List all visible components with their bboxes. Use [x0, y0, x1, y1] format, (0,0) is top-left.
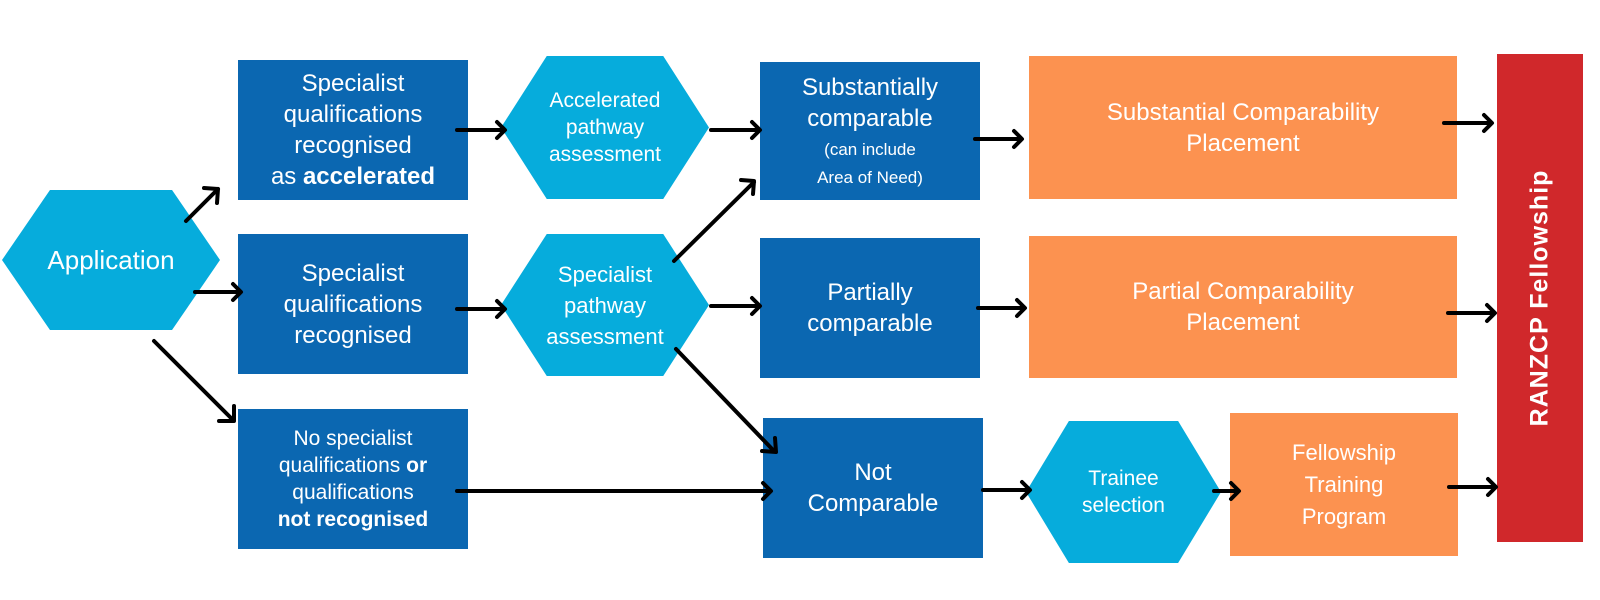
- node-recognised-accelerated: Specialist qualifications recognised as …: [238, 60, 468, 200]
- node-specialist-assessment: Specialist pathway assessment: [501, 234, 709, 376]
- node-text: selection: [1082, 494, 1165, 517]
- node-text: as: [270, 163, 303, 190]
- node-text: Accelerated: [549, 89, 661, 112]
- node-text: Substantial Comparability: [1106, 98, 1380, 126]
- node-text: Partial Comparability: [1132, 278, 1354, 305]
- node-text: pathway: [565, 116, 645, 139]
- node-text: qualifications: [283, 290, 423, 318]
- node-text: comparable: [807, 104, 933, 132]
- arrowhead: [1015, 298, 1027, 318]
- node-text: No specialist: [293, 427, 413, 450]
- arrowhead: [739, 178, 756, 196]
- node-text: assessment: [548, 143, 662, 166]
- node-text: recognised: [294, 132, 412, 159]
- node-not-comparable: Not Comparable: [763, 418, 983, 558]
- node-substantially-comparable: Substantially comparable (can include Ar…: [760, 62, 980, 200]
- node-text: Trainee: [1088, 467, 1159, 490]
- arrowhead: [1485, 303, 1497, 323]
- arrow-specialist-to-substantial: [672, 180, 756, 263]
- arrowhead: [202, 186, 220, 205]
- node-application-label: Application: [47, 245, 175, 275]
- node-text: Training: [1304, 471, 1384, 497]
- node-text: (can include: [824, 139, 916, 159]
- arrowhead: [217, 404, 236, 423]
- node-partial-placement: Partial Comparability Placement: [1029, 236, 1457, 378]
- arrowhead: [1482, 113, 1494, 133]
- node-text: recognised: [294, 321, 412, 349]
- node-text: Comparable: [807, 490, 939, 517]
- node-text: Specialist: [557, 261, 653, 287]
- node-text: Substantially: [801, 73, 939, 101]
- node-text: Not: [854, 459, 892, 486]
- arrowhead: [750, 296, 762, 316]
- node-text: pathway: [564, 292, 646, 318]
- node-text: Placement: [1186, 129, 1300, 157]
- node-text: Fellowship: [1292, 439, 1396, 465]
- node-text: Program: [1301, 503, 1387, 529]
- node-trainee-selection: Trainee selection: [1026, 421, 1221, 563]
- arrowhead: [1486, 477, 1498, 497]
- node-text: qualifications or: [279, 452, 427, 479]
- node-text: Specialist: [301, 70, 405, 97]
- node-recognised: Specialist qualifications recognised: [238, 234, 468, 374]
- emphasis-text: accelerated: [302, 163, 436, 190]
- node-text: assessment: [546, 323, 664, 349]
- node-text: qualifications: [292, 481, 414, 504]
- node-text: as accelerated: [271, 161, 435, 192]
- node-text: Placement: [1186, 309, 1300, 336]
- node-fellowship: RANZCP Fellowship: [1497, 54, 1583, 542]
- node-text: not recognised: [278, 506, 429, 533]
- node-text: Area of Need): [817, 167, 923, 187]
- arrowhead: [1012, 129, 1024, 149]
- node-training-program: Fellowship Training Program: [1230, 413, 1458, 556]
- node-text: qualifications: [283, 101, 423, 128]
- fellowship-label: RANZCP Fellowship: [1525, 169, 1554, 427]
- emphasis-text: not recognised: [277, 508, 429, 531]
- node-not-recognised: No specialist qualifications or qualific…: [238, 409, 468, 549]
- node-partially-comparable: Partially comparable: [760, 238, 980, 378]
- arrow-application-to-accelerated: [184, 187, 220, 223]
- node-substantial-placement: Substantial Comparability Placement: [1029, 56, 1457, 199]
- node-accelerated-assessment: Accelerated pathway assessment: [501, 56, 709, 199]
- node-text: comparable: [807, 310, 933, 337]
- node-text: qualifications: [278, 454, 407, 477]
- arrowhead: [750, 120, 762, 140]
- node-text: Partially: [827, 279, 913, 306]
- node-application: Application: [2, 190, 220, 330]
- node-text: Specialist: [301, 259, 405, 287]
- arrow-application-to-not-recognised: [152, 339, 235, 422]
- emphasis-text: or: [406, 454, 428, 477]
